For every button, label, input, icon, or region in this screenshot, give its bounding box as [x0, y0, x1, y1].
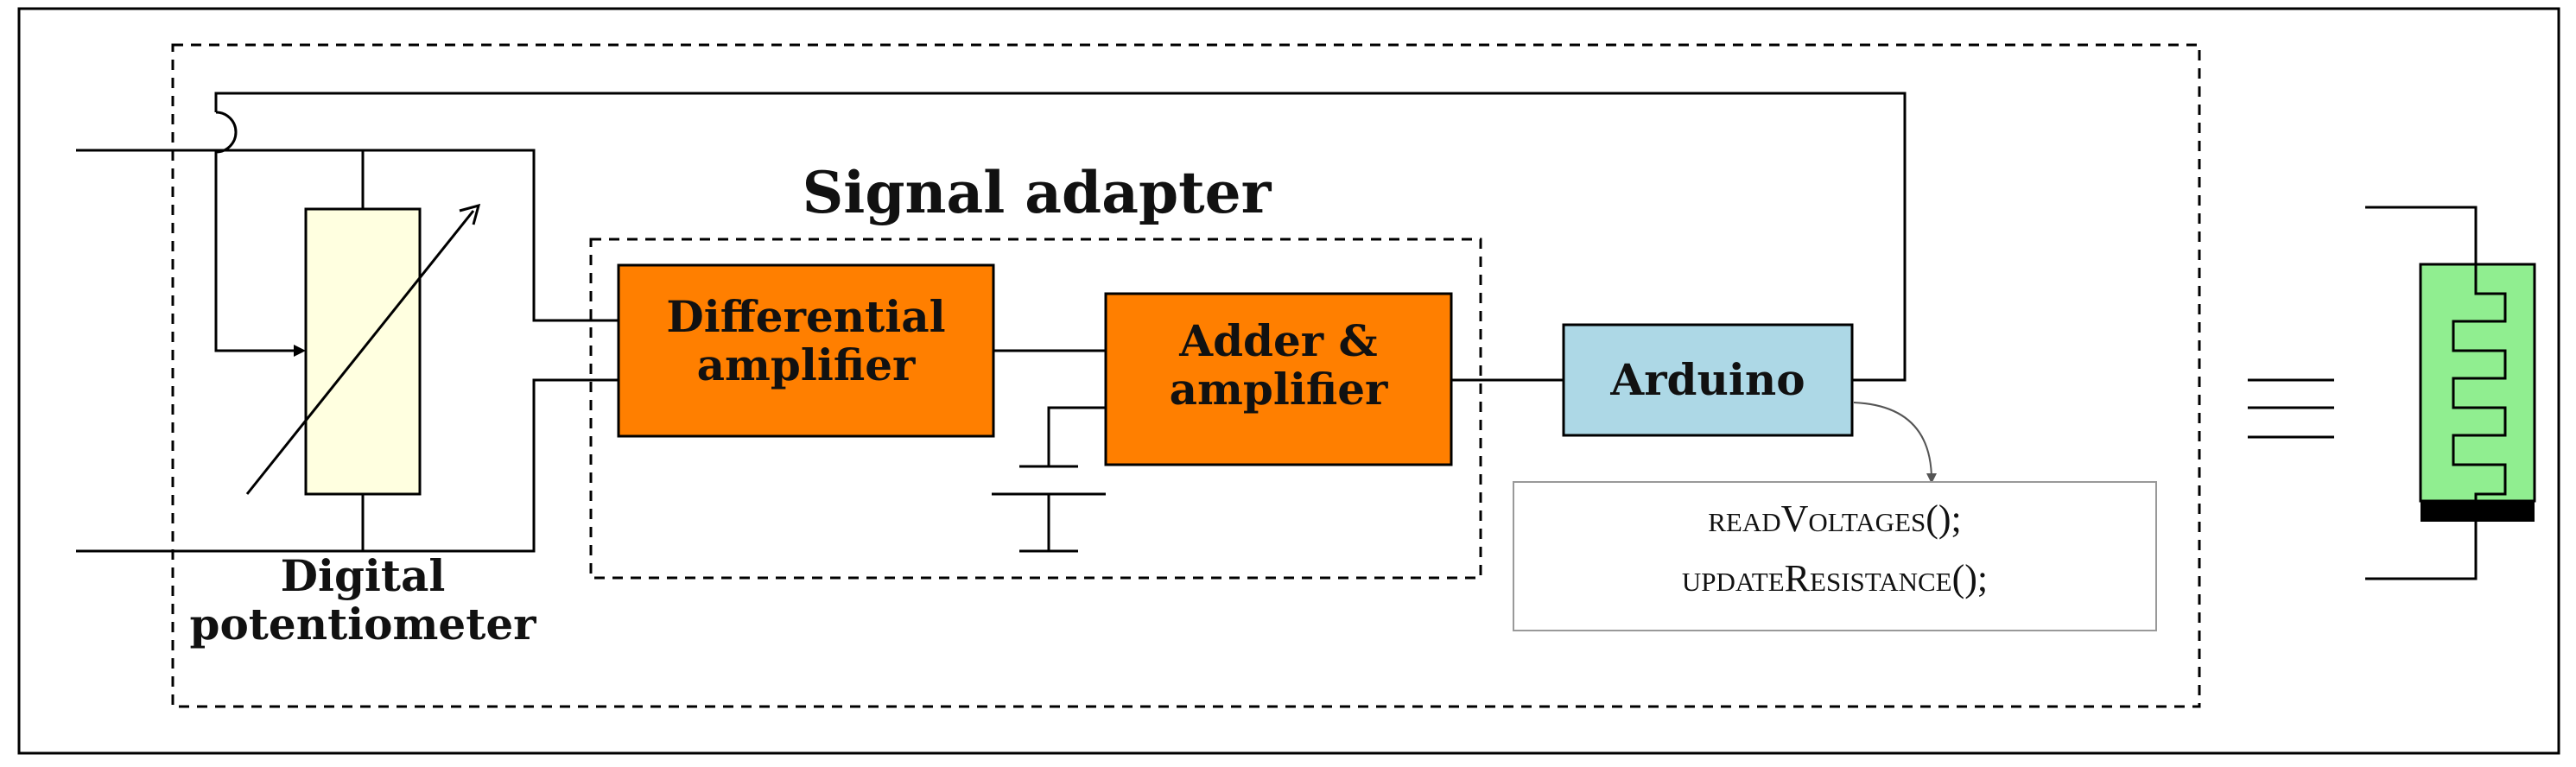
sensor-top-lead [2365, 206, 2478, 264]
wire-source-to-adder [1047, 406, 1106, 466]
code-box [1513, 481, 2157, 631]
system-boundary [171, 43, 2201, 708]
sensor-interdigitated-trace [2452, 264, 2507, 501]
code-callout-curve [1853, 402, 1932, 481]
arduino-label: Arduino [1609, 354, 1805, 405]
diff-amp-label-1: Differential [666, 291, 945, 342]
outer-frame [17, 7, 2560, 755]
sensor-bottom-lead [2365, 522, 2478, 580]
feedback-wire [214, 92, 1907, 382]
code-line-read-voltages: readVoltages(); [1708, 498, 1962, 540]
sensor-substrate [2419, 263, 2536, 503]
arduino-block [1562, 323, 1854, 437]
input-wire-bottom [76, 378, 619, 553]
adder-label-2: amplifier [1170, 364, 1388, 415]
sensor-base-strip [2421, 501, 2535, 522]
adder-amplifier-block [1104, 292, 1453, 466]
wiper-arrowhead [294, 345, 306, 357]
signal-adapter-boundary [589, 238, 1482, 580]
pot-arrow-tip [459, 203, 481, 225]
input-wire-top [76, 149, 619, 322]
digital-potentiometer-label-1: Digital [281, 550, 446, 601]
code-callout-arrowhead [1926, 473, 1937, 484]
wire-crossover-hop [214, 111, 299, 352]
adder-label-1: Adder & [1178, 315, 1377, 366]
digital-potentiometer-label-2: potentiometer [190, 599, 537, 650]
signal-adapter-title: Signal adapter [803, 159, 1272, 226]
pot-variable-arrow [245, 210, 475, 495]
code-line-update-resistance: updateResistance(); [1682, 557, 1988, 599]
potentiometer-body [304, 207, 422, 496]
diff-amp-label-2: amplifier [697, 339, 916, 390]
